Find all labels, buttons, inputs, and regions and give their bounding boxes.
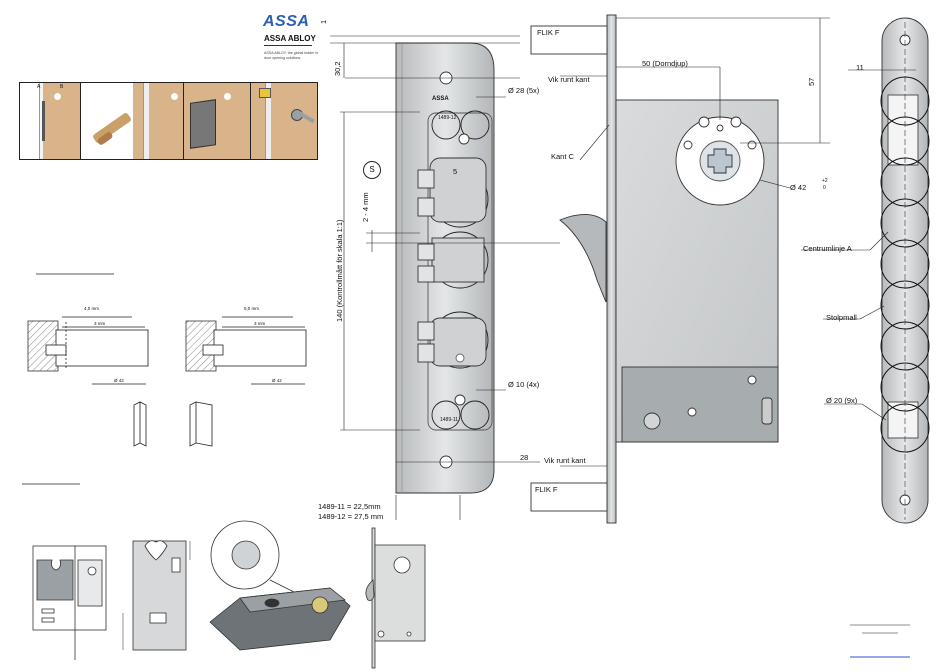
photo-label-b: B	[60, 84, 64, 90]
symbol-s-circle: S	[363, 161, 381, 179]
section-dim-top: 4,0 mm	[84, 306, 100, 311]
brand-subtitle: ASSA ABLOY	[264, 34, 316, 43]
lock-body	[530, 14, 779, 524]
brand-tagline: ASSA ABLOY, the global leader in door op…	[264, 51, 319, 60]
centrumlinje-label: Centrumlinje A	[803, 244, 852, 253]
note-1489-11: 1489-11 = 22,5mm	[318, 502, 381, 511]
bottom-templates	[32, 520, 426, 669]
section-dim-bot-2: Ø 42	[272, 378, 282, 383]
photo-label-a: A	[37, 84, 41, 90]
faceplate-model-top: 1489-12	[438, 115, 457, 121]
vik-runt-kant-bottom: Vik runt kant	[544, 456, 586, 465]
install-photo-2	[80, 82, 185, 160]
note-1489-12: 1489-12 = 27,5 mm	[318, 512, 384, 521]
striker-plate	[880, 17, 930, 524]
dim-5: 5	[453, 167, 458, 176]
flik-f-top: FLIK F	[537, 28, 560, 37]
dim-11: 11	[856, 63, 864, 72]
install-photo-1: A B	[19, 82, 82, 160]
section-details	[22, 273, 307, 485]
dorndjup-label: 50 (Dorndjup)	[642, 59, 688, 68]
faceplate	[395, 42, 495, 494]
dim-57: 57	[807, 77, 816, 86]
vik-runt-kant-top: Vik runt kant	[548, 75, 590, 84]
kant-c-label: Kant C	[551, 152, 574, 161]
faceplate-brand-mark: ASSA	[432, 96, 449, 102]
lock-dimensions	[560, 17, 830, 467]
dim-28: 28	[520, 453, 529, 462]
section-dim-mid-2: 3 mm	[254, 321, 266, 326]
install-photo-3	[183, 82, 251, 160]
install-photo-4	[250, 82, 318, 160]
tolerance-plus: +2	[822, 178, 828, 184]
faceplate-model-bot: 1489-11	[440, 417, 458, 423]
dim-1: 1	[319, 19, 328, 24]
dim-140: 140 (Kontrollmått för skala 1:1)	[335, 219, 344, 322]
symbol-s-label: S	[369, 165, 375, 174]
hole-20-label: Ø 20 (9x)	[826, 396, 858, 405]
brand-logo: ASSA	[263, 13, 310, 30]
dim-30-2: 30,2	[333, 61, 342, 76]
flik-f-bottom: FLIK F	[535, 485, 558, 494]
hole-10-label: Ø 10 (4x)	[508, 380, 540, 389]
stolpmall-label: Stolpmall	[826, 313, 857, 322]
section-dim-mid: 3 mm	[94, 321, 106, 326]
hole-28-label: Ø 28 (5x)	[508, 86, 540, 95]
tolerance-zero: 0	[823, 185, 826, 191]
section-dim-bot: Ø 42	[114, 378, 124, 383]
dim-2-4mm: 2 - 4 mm	[361, 192, 370, 222]
faceplate-dimensions	[330, 35, 560, 520]
brand-rule	[264, 45, 312, 46]
section-dim-top-2: 5,0 mm	[244, 306, 260, 311]
dia-42-label: Ø 42	[790, 183, 807, 192]
